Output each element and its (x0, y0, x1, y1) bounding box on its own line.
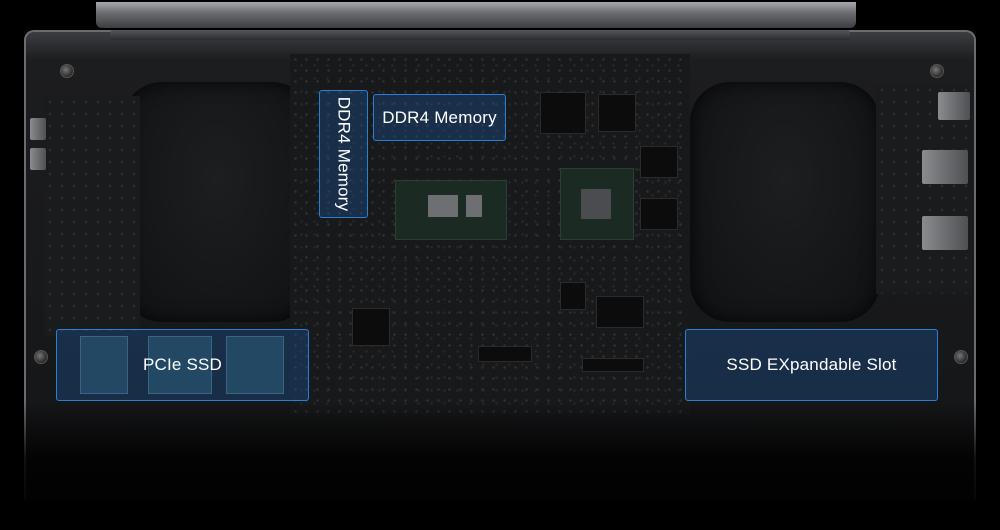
cpu-die (428, 195, 458, 217)
hinge-bar (110, 30, 850, 40)
chip (640, 146, 678, 178)
ddr4-memory-vertical-text: DDR4 Memory (334, 96, 354, 212)
screw (60, 64, 74, 78)
chip (560, 282, 586, 310)
cpu (395, 180, 507, 240)
ddr4-memory-horizontal-text: DDR4 Memory (382, 107, 497, 127)
chip (540, 92, 586, 134)
left-io-board (44, 96, 140, 336)
gpu-die (581, 189, 611, 219)
ssd-expandable-slot-text: SSD EXpandable Slot (726, 355, 897, 374)
port (938, 92, 970, 120)
chip (596, 296, 644, 328)
connector (478, 346, 532, 362)
screw (930, 64, 944, 78)
right-fan (690, 82, 880, 322)
ssd-chip (80, 336, 128, 394)
gpu (560, 168, 634, 240)
ddr4-memory-vertical-label: DDR4 Memory (319, 90, 368, 218)
ssd-chip (226, 336, 284, 394)
screw (34, 350, 48, 364)
connector (582, 358, 644, 372)
chip (598, 94, 636, 132)
cpu-die (466, 195, 482, 217)
bottom-shadow (0, 400, 1000, 530)
port (30, 148, 46, 170)
chip (352, 308, 390, 346)
pcie-ssd-label: PCIe SSD (56, 329, 309, 401)
left-fan (122, 82, 312, 322)
port (922, 150, 968, 184)
ddr4-memory-horizontal-label: DDR4 Memory (373, 94, 506, 141)
ssd-chip (148, 336, 212, 394)
ssd-expandable-slot-label: SSD EXpandable Slot (685, 329, 938, 401)
port (30, 118, 46, 140)
screw (954, 350, 968, 364)
port (922, 216, 968, 250)
hinge (96, 2, 856, 28)
chip (640, 198, 678, 230)
pcie-ssd-text: PCIe SSD (142, 355, 223, 374)
